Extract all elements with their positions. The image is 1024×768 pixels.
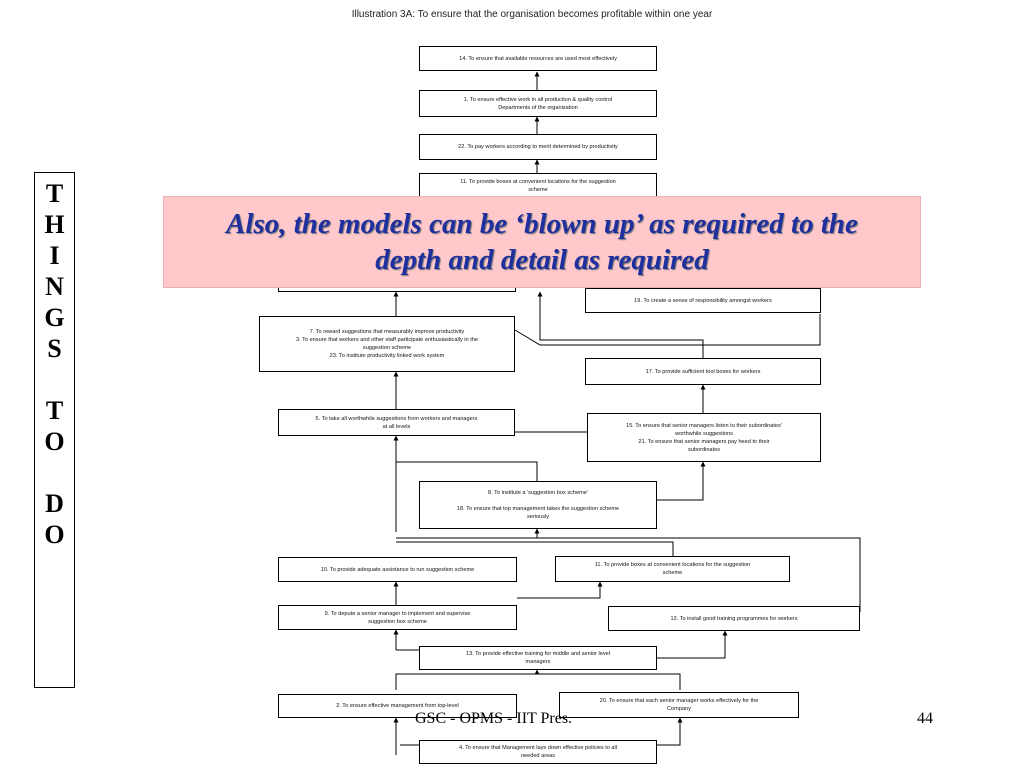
box-2-top-management: 2. To ensure effective management from t…: [278, 694, 517, 718]
sidebar-letter: G: [44, 303, 65, 332]
things-to-do-sidebar: T H I N G S T O D O: [34, 172, 75, 688]
sidebar-letter: I: [49, 241, 60, 270]
box-9-senior-manager: 9. To depute a senior manager to impleme…: [278, 605, 517, 630]
box-7-reward-suggestions: 7. To reward suggestions that measurably…: [259, 316, 515, 372]
box-12-training-workers: 12. To install good training programmes …: [608, 606, 860, 631]
footer-source: GSC - OPMS - IIT Pres.: [415, 710, 573, 727]
page-number: 44: [917, 710, 933, 727]
sidebar-letter: D: [45, 489, 64, 518]
box-17-tool-boxes: 17. To provide sufficient tool boxes for…: [585, 358, 821, 385]
box-1-effective-work: 1. To ensure effective work in all produ…: [419, 90, 657, 117]
sidebar-letter: T: [45, 179, 64, 208]
box-10-assistance: 10. To provide adequate assistance to ru…: [278, 557, 517, 582]
box-14-resources: 14. To ensure that available resources a…: [419, 46, 657, 71]
sidebar-letter: N: [45, 272, 64, 301]
box-4-management-policies: 4. To ensure that Management lays down e…: [419, 740, 657, 764]
diagram-title: Illustration 3A: To ensure that the orga…: [351, 9, 713, 20]
box-13-training-managers: 13. To provide effective training for mi…: [419, 646, 657, 670]
box-11-boxes-bottom: 11. To provide boxes at convenient locat…: [555, 556, 790, 582]
box-8-suggestion-box-scheme: 8. To institute a 'suggestion box scheme…: [419, 481, 657, 529]
box-15-senior-managers: 15. To ensure that senior managers liste…: [587, 413, 821, 462]
box-5-take-suggestions: 5. To take all worthwhile suggestions fr…: [278, 409, 515, 436]
sidebar-letter: O: [44, 427, 65, 456]
box-20-senior-manager-effective: 20. To ensure that each senior manager w…: [559, 692, 799, 718]
sidebar-letter: H: [44, 210, 65, 239]
callout-banner: Also, the models can be ‘blown up’ as re…: [163, 196, 921, 288]
box-19-responsibility: 19. To create a sense of responsibility …: [585, 288, 821, 313]
sidebar-letter: O: [44, 520, 65, 549]
sidebar-letter: S: [47, 334, 62, 363]
callout-text: Also, the models can be ‘blown up’ as re…: [226, 208, 858, 276]
sidebar-letter: T: [45, 396, 64, 425]
box-22-pay-workers: 22. To pay workers according to merit de…: [419, 134, 657, 160]
